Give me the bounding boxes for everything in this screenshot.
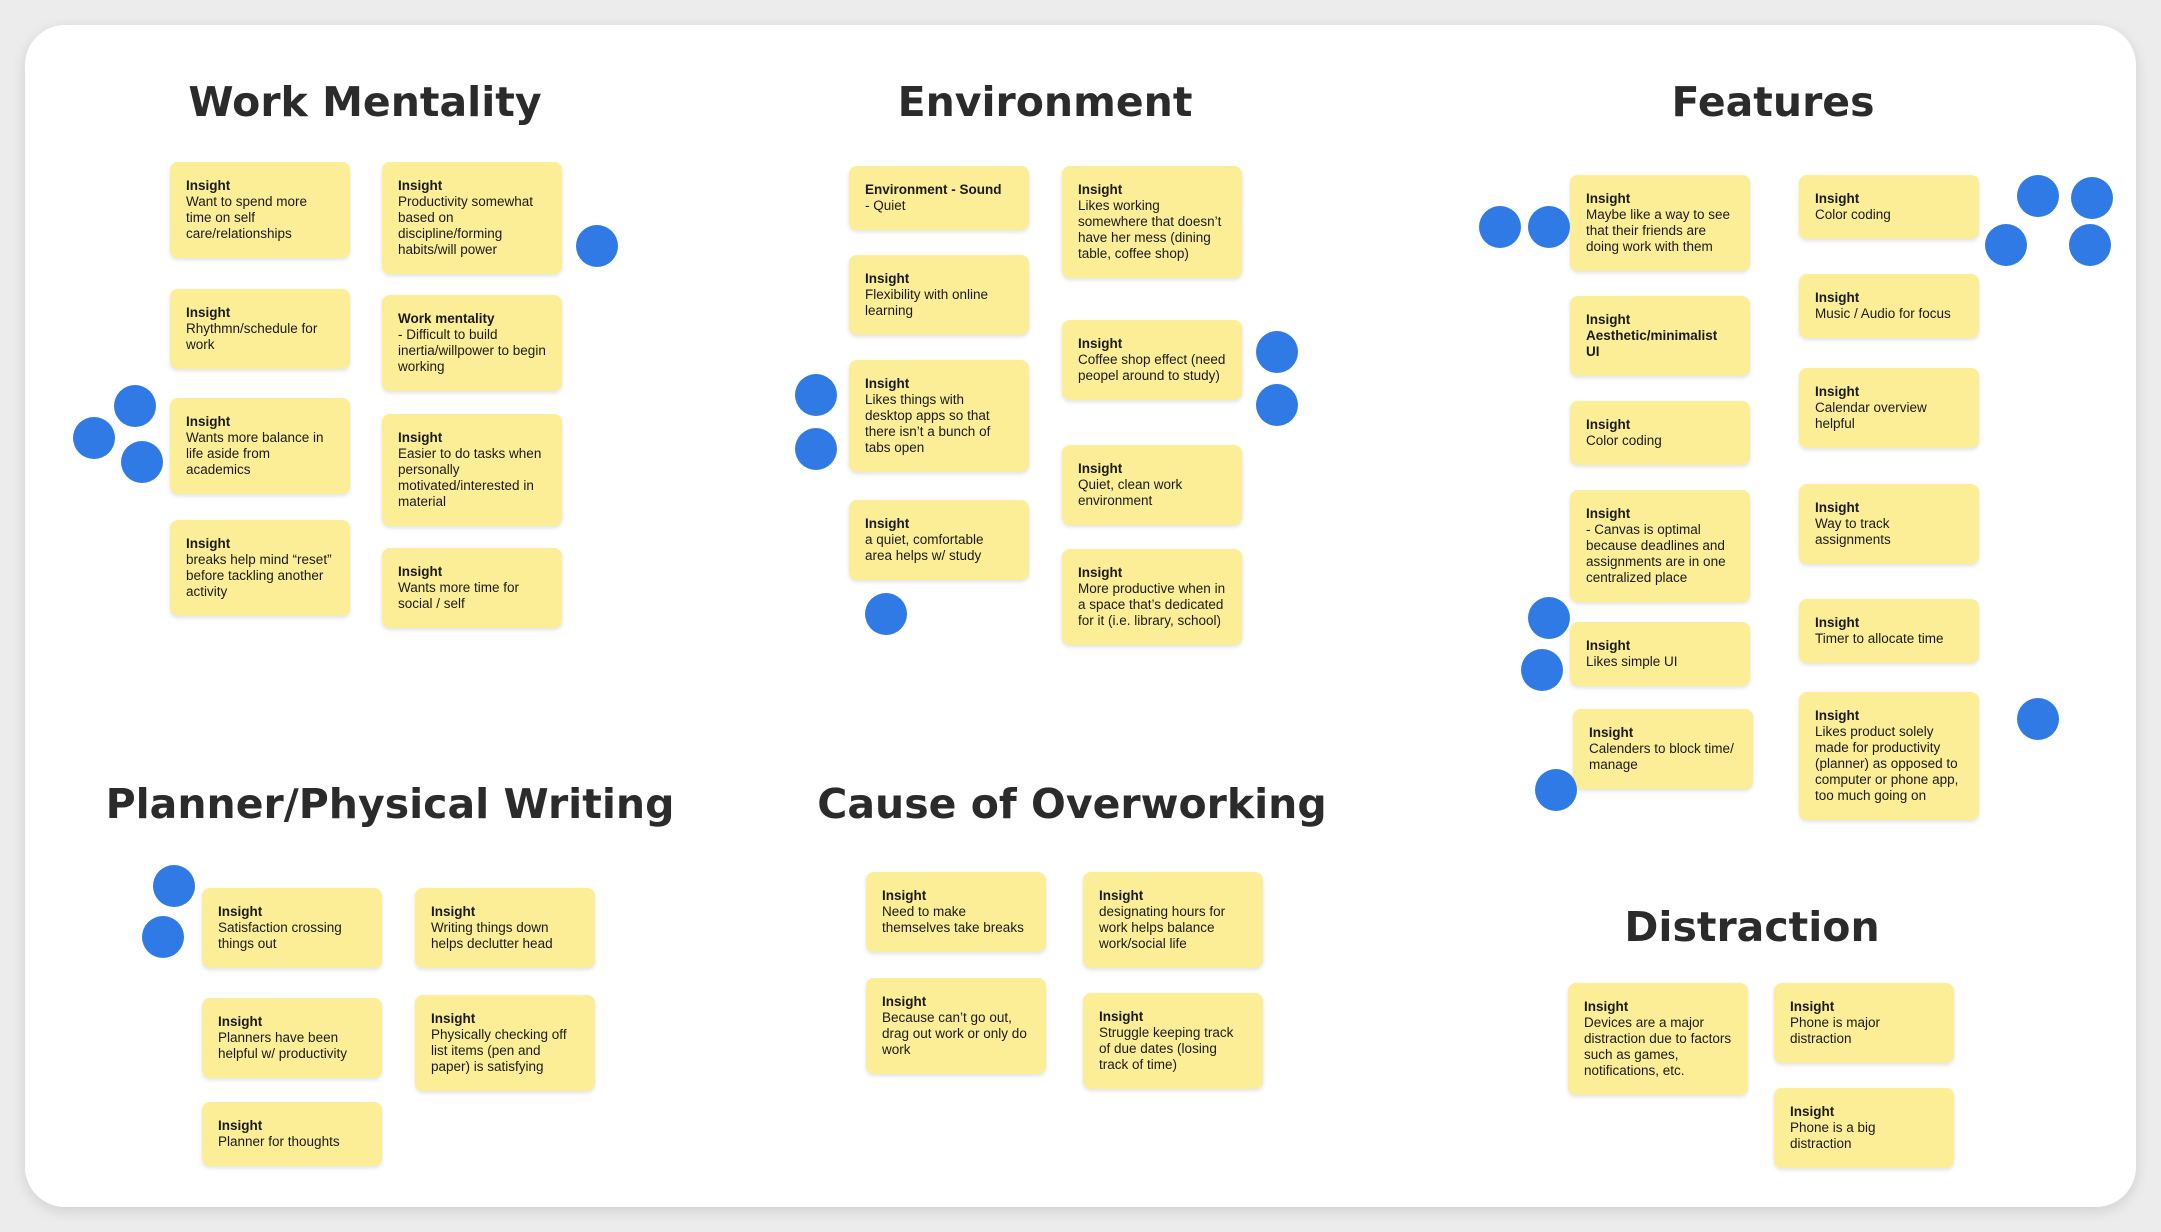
vote-dot[interactable]	[1479, 206, 1521, 248]
vote-dot[interactable]	[121, 441, 163, 483]
sticky-note[interactable]: Insight- Canvas is optimal because deadl…	[1570, 490, 1750, 602]
vote-dot[interactable]	[1256, 384, 1298, 426]
vote-dot[interactable]	[576, 225, 618, 267]
vote-dot[interactable]	[153, 865, 195, 907]
sticky-note[interactable]: Environment - Sound- Quiet	[849, 166, 1029, 230]
section-title-planner: Planner/Physical Writing	[105, 780, 675, 828]
vote-dot[interactable]	[1528, 597, 1570, 639]
vote-dot[interactable]	[2017, 698, 2059, 740]
vote-dot[interactable]	[73, 417, 115, 459]
vote-dot[interactable]	[114, 385, 156, 427]
vote-dot[interactable]	[1256, 331, 1298, 373]
vote-dot[interactable]	[1535, 769, 1577, 811]
section-title-features: Features	[1671, 78, 1875, 126]
vote-dot[interactable]	[2069, 224, 2111, 266]
vote-dot[interactable]	[1528, 206, 1570, 248]
section-title-work-mentality: Work Mentality	[188, 78, 542, 126]
vote-dot[interactable]	[2071, 177, 2113, 219]
vote-dot[interactable]	[795, 374, 837, 416]
vote-dot[interactable]	[1521, 649, 1563, 691]
vote-dot[interactable]	[865, 593, 907, 635]
section-title-environment: Environment	[897, 78, 1193, 126]
vote-dot[interactable]	[142, 916, 184, 958]
section-title-distraction: Distraction	[1624, 903, 1880, 951]
sticky-note[interactable]: Work mentality- Difficult to build inert…	[382, 295, 562, 391]
vote-dot[interactable]	[2017, 175, 2059, 217]
section-title-overworking: Cause of Overworking	[817, 780, 1327, 828]
vote-dot[interactable]	[795, 428, 837, 470]
vote-dot[interactable]	[1985, 224, 2027, 266]
whiteboard-canvas: Work Mentality Environment Features Plan…	[25, 25, 2136, 1207]
